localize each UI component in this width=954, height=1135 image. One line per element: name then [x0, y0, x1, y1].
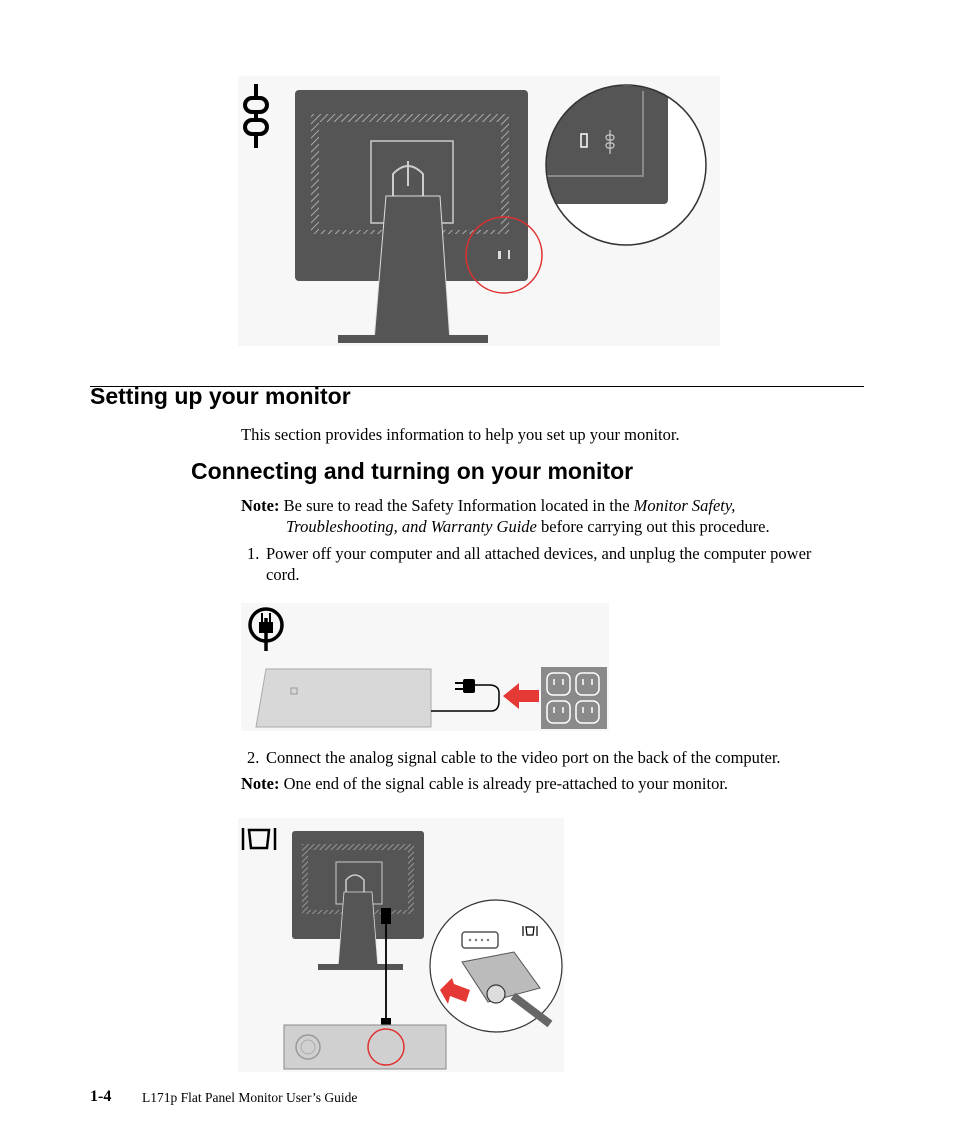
unplug-arrow — [503, 683, 539, 709]
figure-connect-vga — [238, 818, 564, 1072]
step-text-2: Connect the analog signal cable to the v… — [266, 748, 781, 767]
note-text: One end of the signal cable is already p… — [283, 774, 729, 793]
step-text-1: Power off your computer and all attached… — [266, 544, 812, 563]
section-intro: This section provides information to hel… — [241, 425, 680, 444]
section-title: Setting up your monitor — [90, 383, 351, 409]
wall-outlets — [541, 667, 607, 729]
insert-arrow — [440, 978, 470, 1004]
power-plug-icon — [248, 607, 284, 651]
figure-monitor-lock-slot — [238, 76, 720, 346]
lock-slot-highlight — [465, 216, 543, 294]
note-safety-line2: Troubleshooting, and Warranty Guide befo… — [286, 516, 770, 537]
note-safety: Note: Be sure to read the Safety Informa… — [241, 495, 861, 516]
note-italic-a: Monitor Safety, — [633, 496, 736, 515]
note-label: Note: — [241, 774, 280, 793]
subsection-title: Connecting and turning on your monitor — [191, 458, 634, 484]
step-text-1-line2: cord. — [266, 565, 300, 584]
note-text-a: Be sure to read the Safety Information l… — [283, 496, 634, 515]
note-italic-b: Troubleshooting, and Warranty Guide — [286, 517, 537, 536]
vga-port-highlight — [367, 1028, 405, 1066]
footer-title: L171p Flat Panel Monitor User’s Guide — [142, 1090, 358, 1105]
note-signal-cable: Note: One end of the signal cable is alr… — [241, 773, 728, 794]
step-number-1: 1. — [247, 544, 260, 563]
section-rule — [90, 386, 864, 387]
cable-lock-icon — [243, 84, 269, 148]
note-text-b: before carrying out this procedure. — [536, 517, 770, 536]
note-label: Note: — [241, 496, 280, 515]
vga-port-icon — [241, 828, 277, 850]
page-number: 1-4 — [90, 1088, 112, 1105]
step-number-2: 2. — [247, 748, 260, 767]
figure-unplug-power — [241, 603, 609, 731]
